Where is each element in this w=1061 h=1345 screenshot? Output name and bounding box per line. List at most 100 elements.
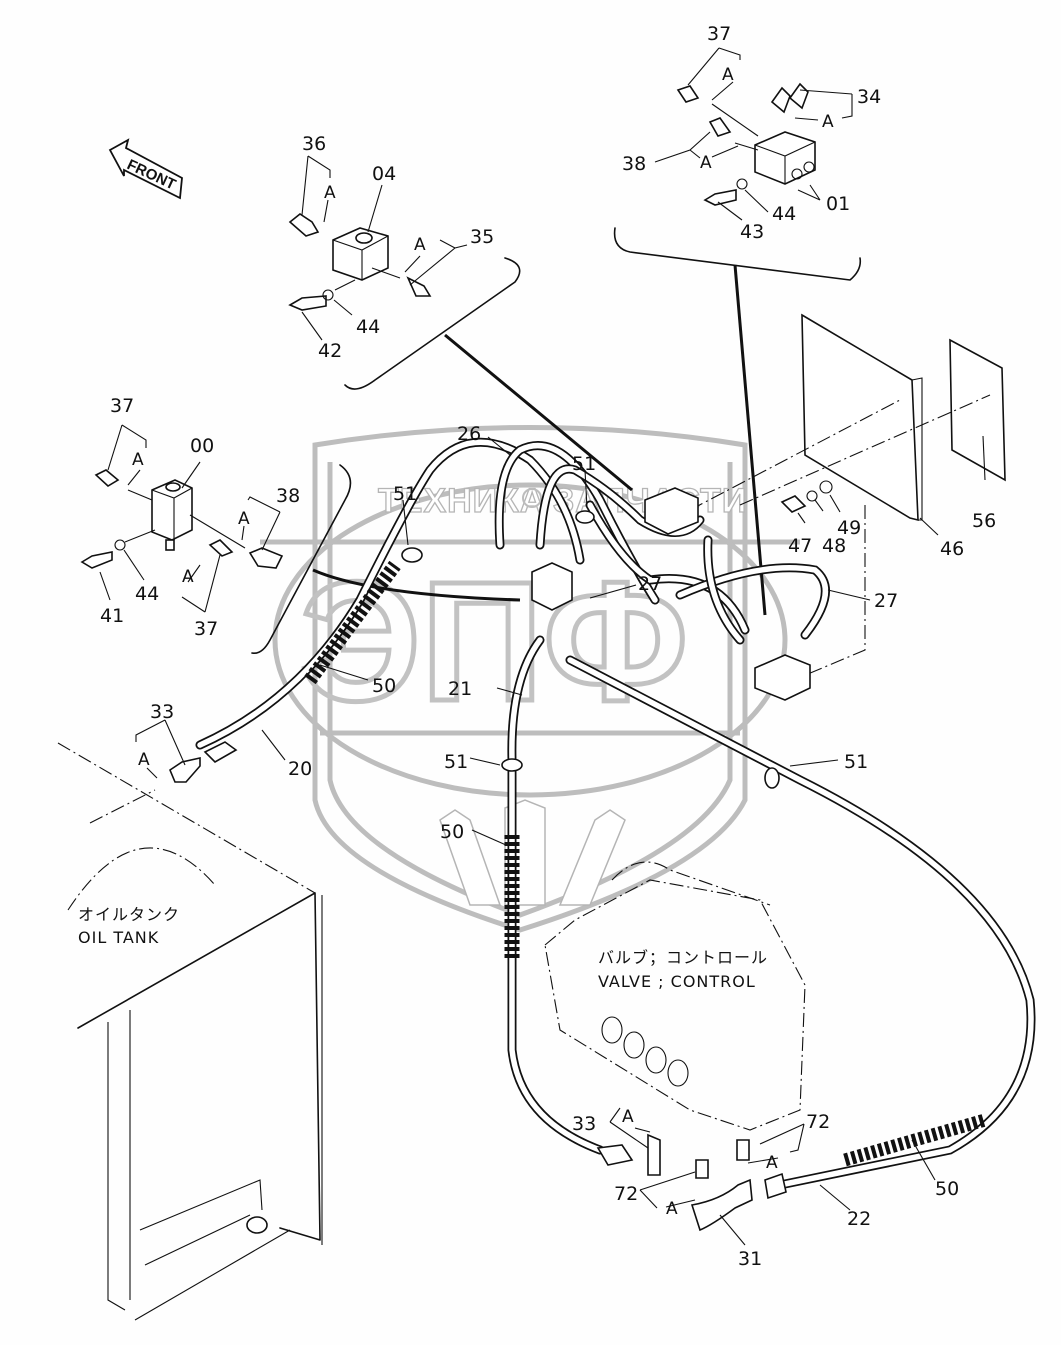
callout-20: 20 (288, 758, 312, 780)
callout-41: 41 (100, 605, 124, 627)
valve-block-00 (80, 469, 284, 569)
callout-a: A (132, 450, 144, 470)
callout-04: 04 (372, 163, 396, 185)
junction-block-mid (531, 562, 573, 611)
fitting-37-left (94, 469, 120, 487)
callout-a: A (722, 65, 734, 85)
callout-48: 48 (822, 535, 846, 557)
detail-bracket-00 (251, 464, 352, 655)
callout-42: 42 (318, 340, 342, 362)
detail-bracket-01 (613, 227, 862, 281)
callout-51: 51 (393, 483, 417, 505)
callout-a: A (822, 112, 834, 132)
callout-51: 51 (844, 751, 868, 773)
callout-50: 50 (372, 675, 396, 697)
fitting-34b (788, 82, 809, 110)
spiral-guard-50c (843, 1113, 987, 1167)
callout-38: 38 (622, 153, 646, 175)
junction-block-lower (754, 654, 811, 701)
elbow-fitting-38 (248, 547, 284, 569)
leader-01 (733, 264, 767, 616)
callout-22: 22 (847, 1208, 871, 1230)
hoses (195, 437, 1036, 1190)
callout-51: 51 (572, 453, 596, 475)
callout-a: A (238, 509, 250, 529)
bolt-42 (288, 295, 327, 311)
callout-36: 36 (302, 133, 326, 155)
callout-a: A (700, 153, 712, 173)
watermark-logo: ЭПФ (300, 547, 688, 737)
leader-00 (312, 568, 521, 602)
junction-block-upper (644, 487, 699, 535)
callout-72: 72 (614, 1183, 638, 1205)
callout-49: 49 (837, 517, 861, 539)
valve-block-01 (676, 82, 816, 206)
callout-27: 27 (874, 590, 898, 612)
fitting-33-tank (169, 757, 201, 783)
oil-tank-label-jp: オイルタンク (78, 905, 180, 924)
wheat-icon (439, 799, 626, 906)
front-arrow: FRONT (108, 138, 183, 200)
bracket-plate-46 (801, 313, 923, 522)
bolt-43 (703, 189, 737, 206)
fitting-38-top (708, 117, 732, 137)
callout-37: 37 (707, 23, 731, 45)
callout-44: 44 (135, 583, 159, 605)
fitting-35 (406, 276, 432, 297)
callout-21: 21 (448, 678, 472, 700)
callout-44: 44 (772, 203, 796, 225)
fitting-37-top (676, 85, 700, 103)
oil-tank-label-en: OIL TANK (78, 928, 159, 947)
callout-a: A (182, 567, 194, 587)
gear-icon (522, 488, 542, 508)
control-valve-label-jp: バルブ；コントロール (598, 948, 768, 967)
callout-44: 44 (356, 316, 380, 338)
control-valve (544, 861, 806, 1131)
cover-plate-56 (949, 338, 1006, 482)
washer-44 (322, 289, 334, 301)
fitting-37-low (208, 539, 234, 557)
callout-01: 01 (826, 193, 850, 215)
callout-00: 00 (190, 435, 214, 457)
spiral-guard-50a (304, 560, 401, 685)
callout-a: A (666, 1199, 678, 1219)
oil-tank (57, 742, 323, 1321)
hardware-47-49 (780, 480, 833, 513)
callout-72: 72 (806, 1111, 830, 1133)
elbow-fitting-36 (288, 213, 320, 237)
watermark-shield-inner (327, 462, 733, 918)
centerline-a (689, 399, 901, 511)
hose-clamps-51 (401, 510, 780, 789)
centerline-c (769, 505, 866, 691)
callout-37: 37 (194, 618, 218, 640)
callout-46: 46 (940, 538, 964, 560)
centerline-b (739, 394, 991, 506)
callout-37: 37 (110, 395, 134, 417)
watermark-oval (272, 482, 788, 798)
callout-a: A (414, 235, 426, 255)
control-valve-label-en: VALVE ; CONTROL (598, 972, 756, 991)
callout-31: 31 (738, 1248, 762, 1270)
watermark: ЭПФ ТЕХНИКА ЗАПЧАСТИ (260, 425, 800, 933)
callout-a: A (138, 750, 150, 770)
callout-43: 43 (740, 221, 764, 243)
valve-block-04 (288, 213, 432, 311)
callout-50: 50 (935, 1178, 959, 1200)
callout-a: A (324, 183, 336, 203)
leader-lines (99, 47, 986, 1246)
callout-27: 27 (638, 573, 662, 595)
callout-labels: 37 A 34 A 38 A 01 44 43 36 A 04 35 A 44 … (100, 23, 996, 1270)
leader-04 (444, 333, 633, 492)
callout-35: 35 (470, 226, 494, 248)
bolt-41 (80, 551, 113, 569)
callout-47: 47 (788, 535, 812, 557)
callout-33: 33 (572, 1113, 596, 1135)
callout-56: 56 (972, 510, 996, 532)
callout-26: 26 (457, 423, 481, 445)
fittings-bottom (596, 1133, 787, 1232)
callout-a: A (622, 1107, 634, 1127)
callout-34: 34 (857, 86, 881, 108)
callout-38: 38 (276, 485, 300, 507)
